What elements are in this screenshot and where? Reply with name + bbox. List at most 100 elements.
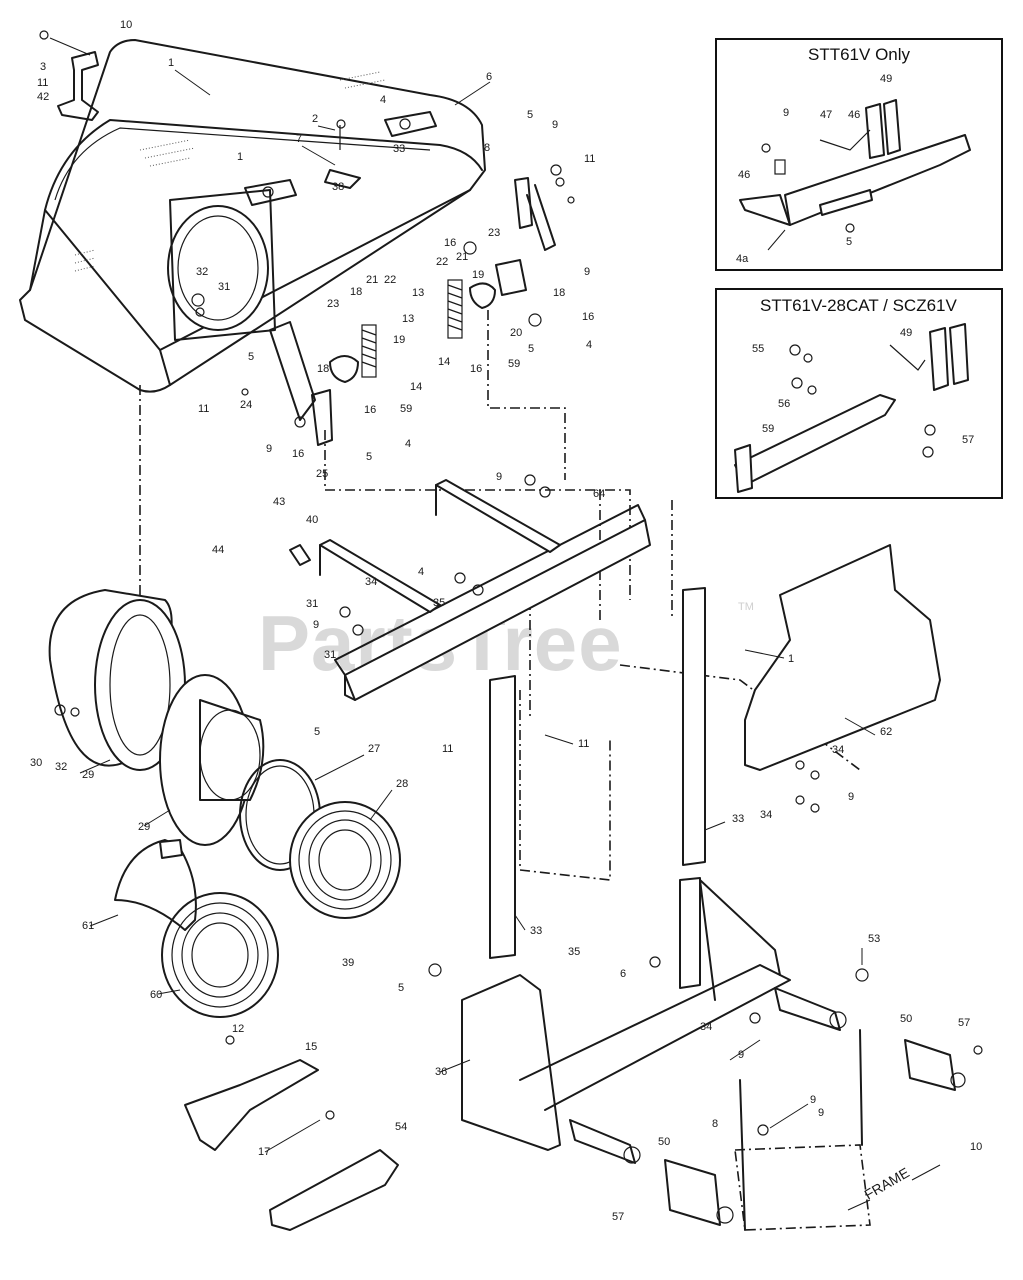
spring-assembly xyxy=(269,177,556,446)
callout: 18 xyxy=(553,287,565,299)
callout: 15 xyxy=(305,1041,317,1053)
callout: 14 xyxy=(438,356,450,368)
callout-labels: 3 11 42 10 1 2 4 6 7 38 1 33 32 31 5 9 1… xyxy=(30,19,982,1223)
callout: 18 xyxy=(350,286,362,298)
callout: 16 xyxy=(364,404,376,416)
strap-band xyxy=(114,839,197,931)
hitch-frame xyxy=(461,879,847,1164)
callout: 20 xyxy=(510,327,522,339)
callout: 23 xyxy=(488,227,500,239)
frame-side-plate xyxy=(734,1029,871,1231)
callout: 61 xyxy=(82,920,94,932)
callout: 5 xyxy=(366,451,372,463)
hitch-bracket-left xyxy=(664,1159,734,1226)
callout: 11 xyxy=(442,743,453,755)
callout: 32 xyxy=(55,761,67,773)
callout: 9 xyxy=(848,791,854,803)
callout: 34 xyxy=(832,744,844,756)
inset-title-stt61v: STT61V Only xyxy=(808,45,911,64)
callout: 59 xyxy=(508,358,520,370)
callout: 7 xyxy=(296,133,302,145)
fasteners xyxy=(54,164,983,1136)
callout: 8 xyxy=(484,142,490,154)
callout: 19 xyxy=(472,269,484,281)
inset-stt61v-only: STT61V Only 9 47 46 49 46 4a 5 xyxy=(715,38,1003,271)
inset-stt61v-28cat-scz61v: STT61V-28CAT / SCZ61V 55 49 56 59 57 xyxy=(715,288,1003,499)
callout: 50 xyxy=(658,1136,670,1148)
callout: 17 xyxy=(258,1146,270,1158)
callout: 35 xyxy=(433,597,445,609)
callout: 9 xyxy=(810,1094,816,1106)
callout: 53 xyxy=(868,933,880,945)
callout: 25 xyxy=(316,468,328,480)
callout: 9 xyxy=(313,619,319,631)
callout: 9 xyxy=(552,119,558,131)
callout: 5 xyxy=(528,343,534,355)
vertical-uprights xyxy=(489,587,706,989)
inset1-callout: 9 xyxy=(783,107,789,119)
callout: 1 xyxy=(788,653,794,665)
inset2-callout: 57 xyxy=(962,434,974,446)
callout: 10 xyxy=(970,1141,982,1153)
inset1-callout: 46 xyxy=(738,169,750,181)
callout: 6 xyxy=(620,968,626,980)
callout: 8 xyxy=(712,1118,718,1130)
callout: 22 xyxy=(384,274,396,286)
callout: 11 xyxy=(578,738,589,750)
callout: 16 xyxy=(582,311,594,323)
callout: 18 xyxy=(317,363,329,375)
callout: 9 xyxy=(496,471,502,483)
flex-hose-lower xyxy=(161,892,279,1018)
callout: 29 xyxy=(82,769,94,781)
callout: 9 xyxy=(584,266,590,278)
inset1-callout: 5 xyxy=(846,236,852,248)
callout: 21 xyxy=(366,274,378,286)
callout: 9 xyxy=(266,443,272,455)
callout: 38 xyxy=(332,181,344,193)
callout: 14 xyxy=(410,381,422,393)
callout: 5 xyxy=(527,109,533,121)
callout: 12 xyxy=(232,1023,244,1035)
callout: 13 xyxy=(402,313,414,325)
callout: 35 xyxy=(568,946,580,958)
callout: 4 xyxy=(586,339,592,351)
inset1-callout: 47 xyxy=(820,109,832,121)
callout: 11 xyxy=(37,77,48,89)
callout: 50 xyxy=(900,1013,912,1025)
inset2-callout: 49 xyxy=(900,327,912,339)
callout: 42 xyxy=(37,91,49,103)
callout: 32 xyxy=(196,266,208,278)
callout: 5 xyxy=(314,726,320,738)
callout: 34 xyxy=(760,809,772,821)
callout: 34 xyxy=(700,1021,712,1033)
callout: 33 xyxy=(393,143,405,155)
callout: 31 xyxy=(218,281,230,293)
callout: 31 xyxy=(306,598,318,610)
callout: 57 xyxy=(612,1211,624,1223)
inset1-callout: 4a xyxy=(736,253,749,265)
callout: 16 xyxy=(470,363,482,375)
callout: 54 xyxy=(395,1121,407,1133)
callout: 39 xyxy=(342,957,354,969)
callout: 28 xyxy=(396,778,408,790)
callout: 21 xyxy=(456,251,468,263)
inset-title-stt61v-28cat: STT61V-28CAT / SCZ61V xyxy=(760,296,957,315)
callout: 1 xyxy=(168,57,174,69)
callout: 6 xyxy=(486,71,492,83)
callout: 24 xyxy=(240,399,252,411)
callout: 2 xyxy=(312,113,318,125)
callout: 34 xyxy=(365,576,377,588)
frame-label: FRAME xyxy=(862,1164,912,1202)
callout: 23 xyxy=(327,298,339,310)
callout: 11 xyxy=(584,153,595,165)
callout: 5 xyxy=(248,351,254,363)
callout: 16 xyxy=(292,448,304,460)
bracket-15 xyxy=(184,1059,319,1151)
callout: 5 xyxy=(398,982,404,994)
callout: 9 xyxy=(818,1107,824,1119)
inset2-callout: 56 xyxy=(778,398,790,410)
callout: 33 xyxy=(530,925,542,937)
inset1-callout: 46 xyxy=(848,109,860,121)
hitch-bracket-right xyxy=(904,1039,966,1091)
